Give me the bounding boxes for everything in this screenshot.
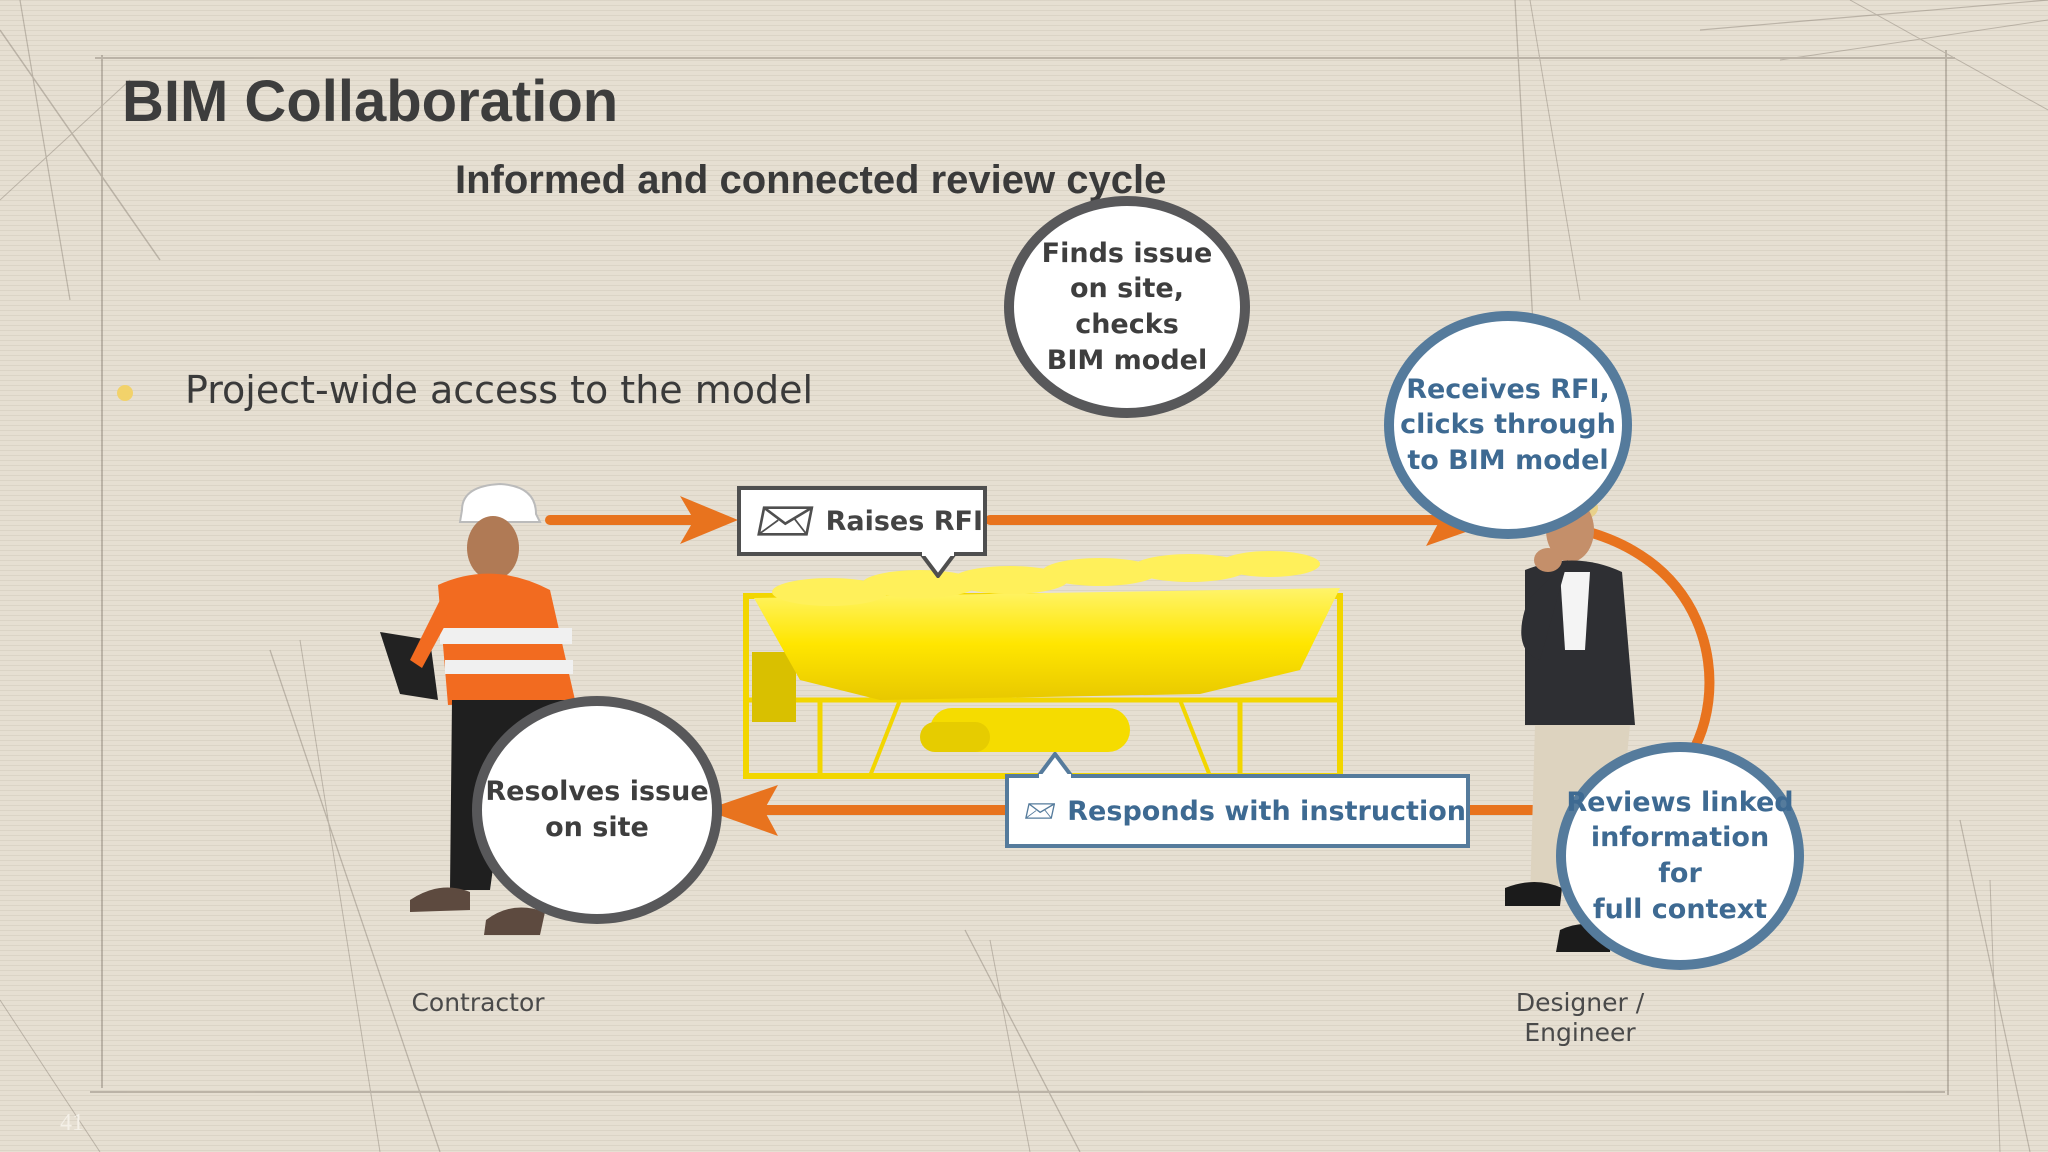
hard-hat-icon (458, 482, 542, 523)
callout-raises-rfi-pointer (918, 552, 958, 578)
slide-subtitle: Informed and connected review cycle (455, 158, 1167, 202)
callout-responds-pointer (1035, 752, 1075, 778)
bullet-icon (117, 385, 133, 401)
designer-label: Designer / Engineer (1515, 988, 1645, 1047)
step-finds-issue: Finds issue on site, checks BIM model (1004, 196, 1250, 418)
step-resolves-issue: Resolves issue on site (472, 696, 722, 924)
step-reviews-linked-text: Reviews linked information for full cont… (1566, 786, 1794, 925)
callout-responds: Responds with instruction (1005, 774, 1470, 848)
slide-title: BIM Collaboration (122, 69, 619, 134)
envelope-icon (1025, 803, 1056, 819)
bullet-text: Project-wide access to the model (185, 368, 814, 412)
arrow-to-contractor (705, 785, 1010, 836)
arrow-to-rfi (545, 496, 738, 544)
step-receives-rfi: Receives RFI, clicks through to BIM mode… (1384, 311, 1632, 539)
step-resolves-issue-text: Resolves issue on site (485, 776, 709, 843)
envelope-icon (757, 506, 814, 536)
contractor-label: Contractor (411, 988, 545, 1017)
callout-raises-rfi: Raises RFI (737, 486, 987, 556)
callout-raises-rfi-text: Raises RFI (825, 505, 983, 537)
step-receives-rfi-text: Receives RFI, clicks through to BIM mode… (1400, 373, 1616, 476)
step-reviews-linked: Reviews linked information for full cont… (1556, 742, 1804, 970)
slide-number: 41 (60, 1110, 84, 1136)
step-finds-issue-text: Finds issue on site, checks BIM model (1041, 237, 1213, 376)
bim-model-icon (743, 551, 1343, 779)
callout-responds-text: Responds with instruction (1067, 795, 1466, 827)
